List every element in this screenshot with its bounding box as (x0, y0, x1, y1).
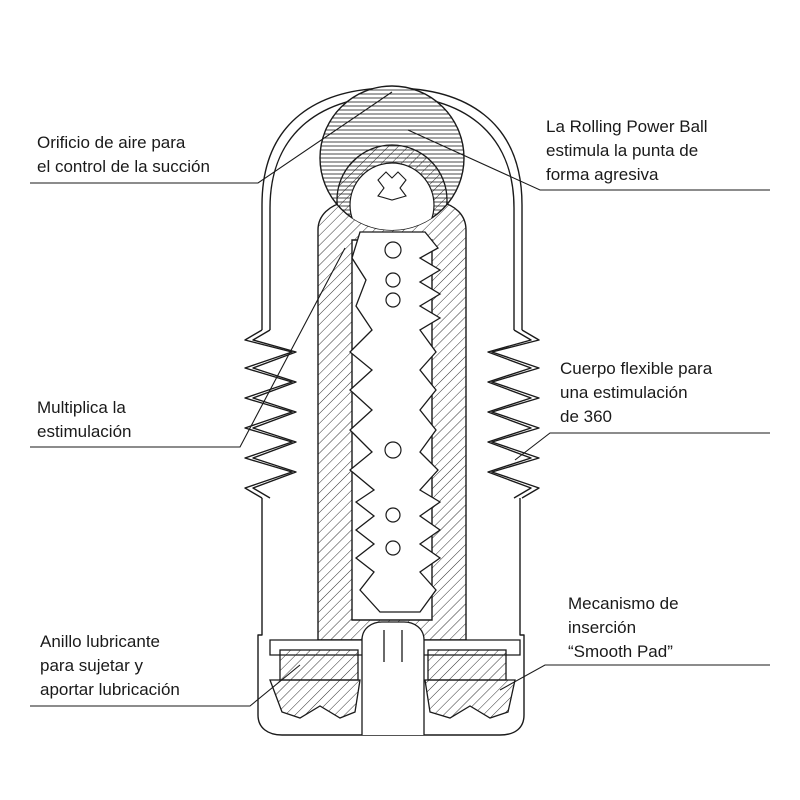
leader-smooth-pad (500, 665, 770, 690)
label-power-ball: La Rolling Power Ball estimula la punta … (546, 115, 708, 187)
smooth-pad-right (425, 680, 515, 718)
label-lube-ring: Anillo lubricante para sujetar y aportar… (40, 630, 180, 702)
right-bellows (492, 330, 539, 498)
left-bellows (245, 330, 292, 498)
leader-flexible-body (515, 433, 770, 460)
label-air-hole: Orificio de aire para el control de la s… (37, 131, 210, 179)
lube-ring-left (280, 650, 358, 680)
center-stem (362, 622, 424, 735)
label-smooth-pad: Mecanismo de inserción “Smooth Pad” (568, 592, 679, 664)
smooth-pad-left (270, 680, 360, 718)
label-flexible-body: Cuerpo flexible para una estimulación de… (560, 357, 712, 429)
label-multiply: Multiplica la estimulación (37, 396, 132, 444)
lube-ring-right (428, 650, 506, 680)
